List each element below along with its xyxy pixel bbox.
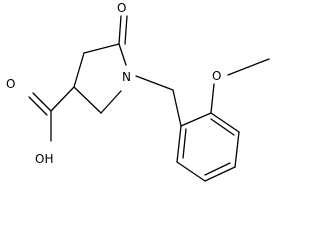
bond-c5-c4 [83, 43, 120, 54]
methoxy-oxygen-label: O [212, 69, 221, 83]
bond-ar-2-3 [210, 112, 240, 133]
bond-c4-c3 [73, 52, 85, 88]
bond-n-ch2 [135, 75, 174, 91]
bond-ar-inner-a [210, 118, 235, 136]
bond-c3-cooh [50, 86, 75, 112]
ring-nitrogen-label: N [122, 70, 131, 84]
ketone-oxygen-label: O [117, 1, 126, 15]
carboxyl-oh-label: OH [35, 152, 53, 166]
bond-ar-inner-b [204, 162, 231, 176]
methoxy-group [210, 58, 270, 114]
bond-o-ch3 [227, 58, 270, 76]
bond-ar-inner-c [182, 128, 187, 159]
benzyl-linker [135, 75, 182, 127]
bond-ar-4-5 [204, 166, 236, 182]
bond-ar-o [210, 83, 215, 114]
bond-ar-3-4 [234, 131, 240, 168]
molecule-structure: O N O OH O [6, 1, 270, 182]
bond-n-c5 [118, 43, 127, 66]
bond-c3-c2 [73, 86, 102, 114]
pyrrolidinone-ring [73, 43, 127, 114]
carboxylic-acid-group [28, 86, 75, 142]
bond-ar-1-2 [180, 112, 212, 127]
bond-ar-5-6 [176, 161, 206, 182]
benzene-ring [176, 112, 240, 182]
bond-cooh-o-a [32, 92, 52, 112]
carboxyl-oxygen-label: O [6, 77, 15, 91]
bond-ar-6-1 [176, 125, 182, 163]
bond-c5-o-b [124, 15, 128, 45]
bond-cooh-o-b [28, 96, 48, 116]
bond-c5-o-a [118, 15, 122, 45]
bond-c2-n [100, 90, 122, 114]
ketone-double-bond [118, 15, 128, 45]
bond-ch2-ring [172, 89, 182, 127]
